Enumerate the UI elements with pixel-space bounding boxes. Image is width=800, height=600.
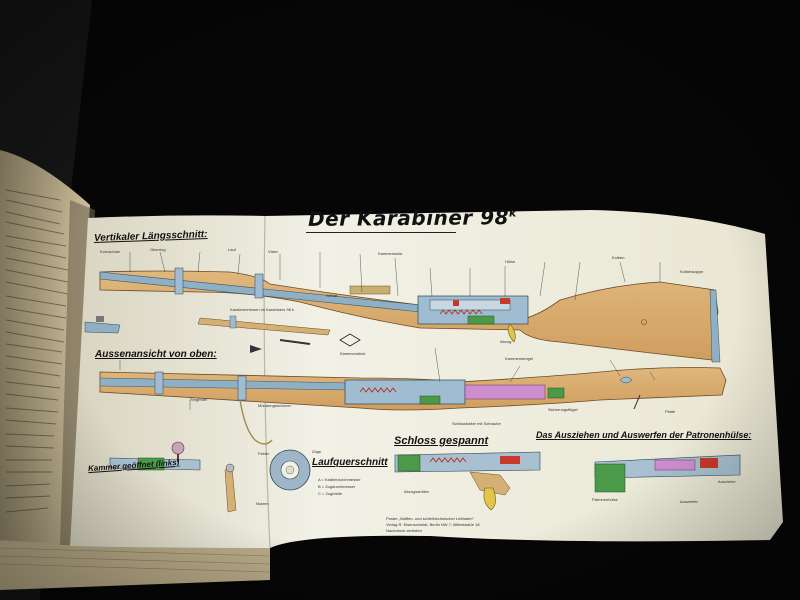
label-oberring: Oberring [150, 247, 166, 252]
label-schlossmutter: Schlosshalter mit Schraube [452, 421, 501, 426]
label-nutzen: Nutzen [256, 501, 269, 506]
label-abzug: Abzug [500, 339, 512, 344]
section-top-view: Aussenansicht von oben: [95, 349, 217, 360]
poster-title: Der Karabiner 98k [307, 205, 517, 231]
barrel-cross-section [269, 449, 311, 491]
label-zuge: Züge [312, 449, 322, 454]
label-patronenhulse: Patronenhülse [592, 497, 618, 502]
footer-line-2: Verlag R. Eisenschmidt, Berlin NW 7, Mit… [386, 522, 480, 527]
label-lauf: Lauf [228, 247, 236, 252]
label-kolben: Kolben [612, 255, 625, 260]
label-auszieher: Auszieher [718, 479, 736, 484]
label-schlossteile: Karabinerriemen im Karabiners 98 k [230, 307, 295, 312]
footer-line-1: Poster „Waffen- und schießtechnischer Le… [386, 516, 474, 521]
legend-a: A = Kaliberdurchmesser [318, 477, 361, 482]
label-kolbenkappe: Kolbenkappe [680, 269, 704, 274]
label-schaft: Schaft [326, 293, 338, 298]
label-sicherungsflugel: Sicherungsflügel [548, 407, 578, 412]
title-underline [306, 232, 456, 233]
label-auswerfer: Auswerfer [680, 499, 699, 504]
section-extraction: Das Ausziehen und Auswerfen der Patronen… [536, 430, 752, 440]
label-kornschutz: Kornschutz [100, 249, 121, 254]
footer-line-3: Nachdruck verboten [386, 528, 422, 533]
label-kammerstengel: Kammerstengel [505, 356, 534, 361]
label-abzugsstollen: Abzugsstollen [404, 489, 429, 494]
label-kammerwulst: Kammerwulst [378, 251, 403, 256]
legend-c: C = Zugbreite [318, 491, 343, 496]
label-ringfeder: Ringfeder [190, 397, 208, 402]
label-mundungs: Mündungsschoner [258, 403, 291, 408]
label-platte: Platte [665, 409, 676, 414]
label-hulse: Hülse [505, 259, 516, 264]
legend-b: B = Zugdurchmesser [318, 484, 356, 489]
label-klammer: Klammerstück [340, 351, 366, 356]
label-felder: Felder [258, 451, 270, 456]
label-visier: Visier [268, 249, 278, 254]
poster-title-superscript: k [508, 206, 517, 220]
poster-title-text: Der Karabiner 98 [307, 205, 510, 231]
section-lock-cocked: Schloss gespannt [394, 435, 489, 447]
section-cross-section: Laufquerschnitt [312, 457, 388, 468]
